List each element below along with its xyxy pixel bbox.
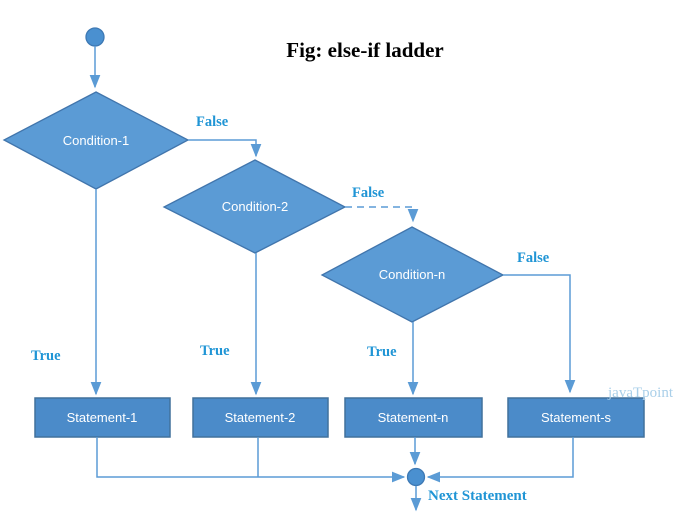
diagram-title: Fig: else-if ladder: [286, 38, 443, 62]
statement-s-box: [507, 397, 645, 438]
statement-s-label: Statement-s: [541, 410, 612, 425]
condition-2-diamond: [162, 159, 347, 254]
edge-false-3-label: False: [517, 250, 550, 266]
condition-1-label: Condition-1: [63, 133, 130, 148]
statement-2-label: Statement-2: [225, 410, 296, 425]
edge-true-3-label: True: [367, 344, 397, 360]
statement-1-label: Statement-1: [67, 410, 138, 425]
edge-statement-s-to-merge: [426, 437, 574, 483]
statement-1-box: [34, 397, 171, 438]
edge-true-1-label: True: [31, 348, 61, 364]
edge-false-3: [503, 274, 576, 394]
statement-2-box: [192, 397, 329, 438]
next-statement-label: Next Statement: [428, 488, 527, 504]
start-node-circle: [85, 27, 105, 47]
statement-n-box: [344, 397, 483, 438]
condition-n-label: Condition-n: [379, 267, 446, 282]
edge-false-1-label: False: [196, 114, 229, 130]
condition-2-label: Condition-2: [222, 199, 289, 214]
edge-false-2: [345, 206, 419, 223]
edge-false-2-label: False: [352, 185, 385, 201]
statement-n-label: Statement-n: [378, 410, 449, 425]
edge-true-2-label: True: [200, 343, 230, 359]
condition-n-diamond: [320, 226, 505, 323]
edge-statement-1-to-merge: [96, 437, 406, 483]
edge-false-1: [188, 139, 262, 158]
watermark: javaTpoint: [607, 385, 674, 401]
merge-node-circle: [406, 467, 426, 487]
